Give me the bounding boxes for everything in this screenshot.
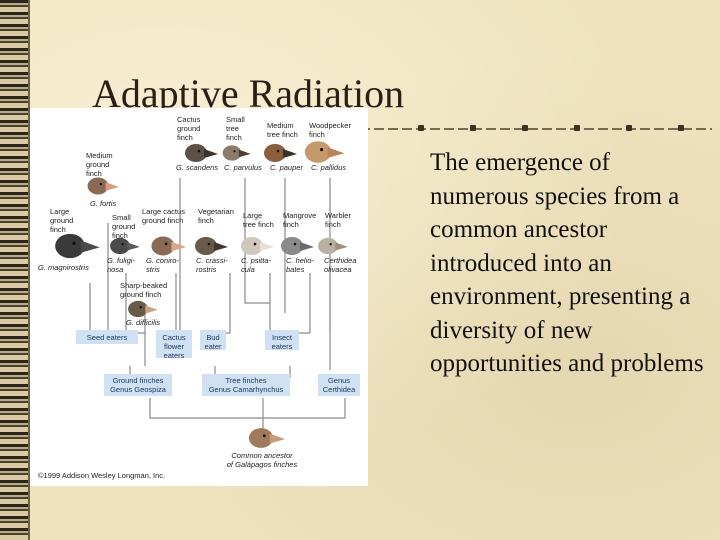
finch-head-icon xyxy=(195,237,228,255)
finch-head-icon xyxy=(305,141,345,163)
species-scientific-name: C. pallidus xyxy=(311,163,346,172)
finch-head-icon xyxy=(151,237,186,256)
finch-head-icon xyxy=(318,238,348,254)
finch-head-icon xyxy=(223,145,251,160)
slide-body-text: The emergence of numerous species from a… xyxy=(430,146,710,381)
finch-head-icon xyxy=(281,237,314,255)
finch-head-icon xyxy=(128,301,158,317)
tree-branch xyxy=(215,273,230,333)
finch-head-icon xyxy=(88,177,119,194)
species-scientific-name: C. parvulus xyxy=(224,163,262,172)
species-scientific-name: G. coniro-stris xyxy=(146,256,179,274)
species-scientific-name: C. psitta-cula xyxy=(241,256,272,274)
species-scientific-name: G. fortis xyxy=(90,199,117,208)
species-scientific-name: G. scandens xyxy=(176,163,218,172)
finch-head-icon xyxy=(241,237,274,255)
copyright-text: ©1999 Addison Wesley Longman, Inc. xyxy=(38,471,165,480)
diet-label: Seed eaters xyxy=(87,333,128,342)
finch-head-icon xyxy=(185,144,218,162)
finch-head-icon xyxy=(110,238,140,254)
species-scientific-name: C. pauper xyxy=(270,163,303,172)
spiral-binding xyxy=(0,0,30,540)
ancestor-finch-icon xyxy=(249,428,285,448)
species-scientific-name: G. difficilis xyxy=(126,318,160,327)
title-divider xyxy=(360,128,712,130)
tree-branch xyxy=(263,398,345,418)
species-scientific-name: G. fuligi-nosa xyxy=(107,256,135,274)
species-scientific-name: C. helio-bates xyxy=(286,256,314,274)
species-scientific-name: G. magnirostris xyxy=(38,263,89,272)
tree-branch xyxy=(150,398,263,418)
species-scientific-name: C. crassi-rostris xyxy=(196,256,228,274)
finch-head-icon xyxy=(264,144,297,162)
finch-head-icon xyxy=(55,234,100,258)
